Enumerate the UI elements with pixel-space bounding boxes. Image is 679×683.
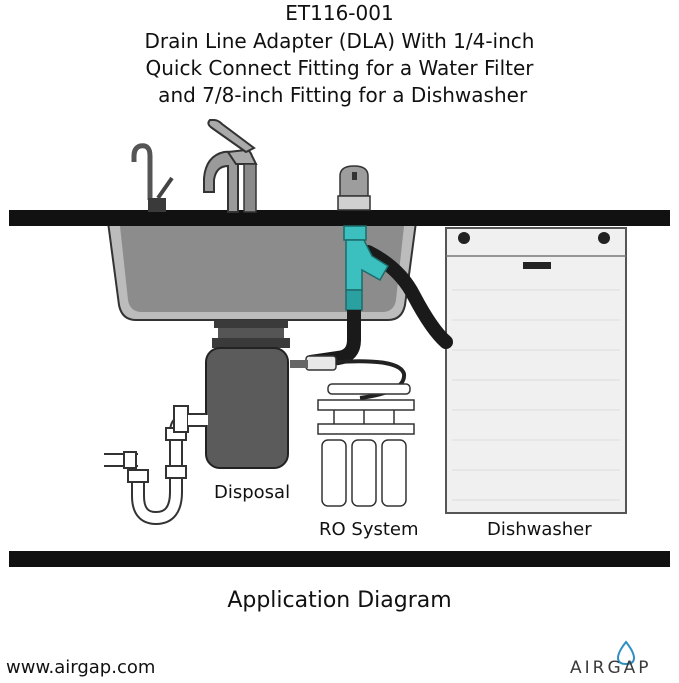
cabinet-floor <box>9 551 670 567</box>
water-filter-faucet-icon <box>131 143 174 212</box>
disposal-label: Disposal <box>214 482 291 503</box>
dishwasher-label: Dishwasher <box>487 519 592 540</box>
ro-system <box>317 383 415 507</box>
countertop <box>9 210 670 226</box>
disposal <box>205 320 290 469</box>
drain-line-adapter <box>309 225 390 369</box>
ro-system-label: RO System <box>319 519 419 540</box>
dishwasher <box>445 227 627 514</box>
air-gap-icon <box>337 165 371 211</box>
website-url: www.airgap.com <box>6 657 156 678</box>
faucet-icon <box>203 119 258 213</box>
logo-water-drop-icon <box>616 640 636 666</box>
airgap-logo: AIRGAP <box>568 640 674 680</box>
title-line-2: Quick Connect Fitting for a Water Filter <box>145 56 534 80</box>
dishwasher-drain-hose <box>361 245 453 349</box>
drain-p-trap <box>104 405 208 526</box>
product-code: ET116-001 <box>285 1 394 25</box>
sink-basin <box>106 221 418 321</box>
title-line-3: and 7/8-inch Fitting for a Dishwasher <box>151 83 528 107</box>
diagram-caption: Application Diagram <box>227 588 452 613</box>
logo-text: AIRGAP <box>570 658 652 678</box>
title-line-1: Drain Line Adapter (DLA) With 1/4-inch <box>144 29 535 53</box>
